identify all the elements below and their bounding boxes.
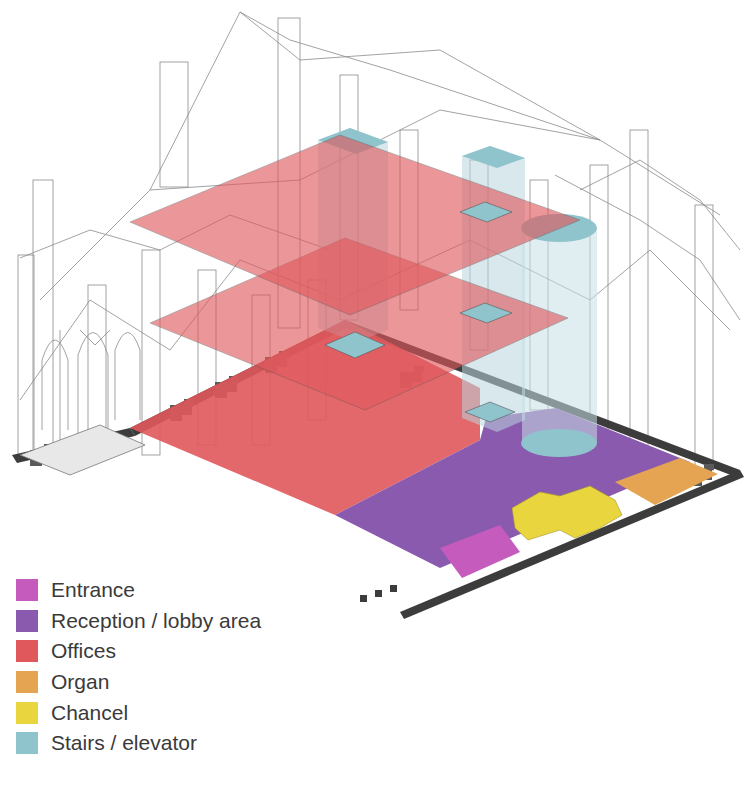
legend-swatch [16,579,38,601]
entrance-zone [440,525,520,578]
stair-openings [325,202,515,422]
legend-text: Reception / lobby area [51,609,261,633]
legend-text: Organ [51,670,109,694]
legend-text: Entrance [51,578,135,602]
legend-row: Offices [16,636,261,667]
offices-floor-3 [130,135,580,315]
legend-row: Entrance [16,575,261,606]
legend-text: Offices [51,639,116,663]
columns [18,18,713,470]
organ-zone [615,458,718,505]
legend-row: Chancel [16,697,261,728]
legend-row: Organ [16,667,261,698]
legend-row: Reception / lobby area [16,606,261,637]
legend-text: Chancel [51,701,128,725]
legend: EntranceReception / lobby areaOfficesOrg… [16,575,261,759]
legend-swatch [16,732,38,754]
legend-swatch [16,640,38,662]
legend-swatch [16,610,38,632]
legend-row: Stairs / elevator [16,728,261,759]
chancel-zone [512,486,622,540]
legend-swatch [16,671,38,693]
porch [20,425,145,475]
roof-lines [20,12,740,440]
legend-text: Stairs / elevator [51,731,197,755]
legend-swatch [16,702,38,724]
